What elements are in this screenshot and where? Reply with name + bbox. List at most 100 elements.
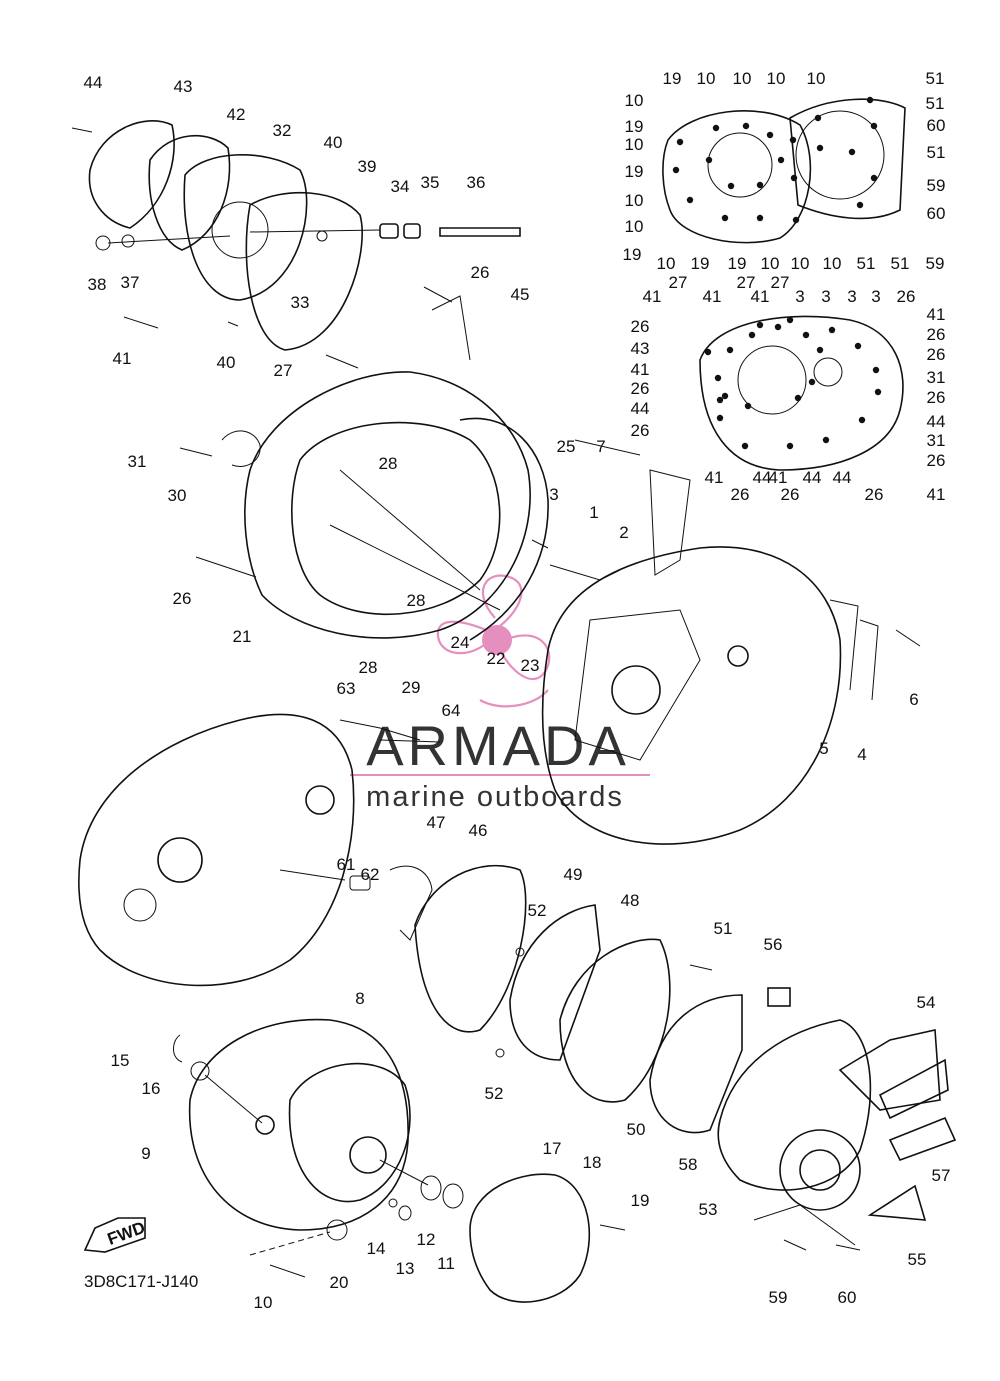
bolt-dot	[872, 366, 880, 374]
diagram-code: 3D8C171-J140	[84, 1272, 198, 1291]
callout-label: 63	[337, 679, 356, 698]
bolt-dot	[716, 396, 724, 404]
callout-label: 15	[111, 1051, 130, 1070]
callout-label: 28	[379, 454, 398, 473]
callout-label: 21	[233, 627, 252, 646]
inset-top-label: 59	[927, 176, 946, 195]
bolt-dot	[705, 156, 713, 164]
callout-label: 18	[583, 1153, 602, 1172]
inset-top-label: 10	[791, 254, 810, 273]
inset-bottom-label: 44	[753, 468, 772, 487]
callout-label: 55	[908, 1250, 927, 1269]
inset-bottom-label: 26	[631, 421, 650, 440]
callout-label: 6	[909, 690, 918, 709]
callout-label: 49	[564, 865, 583, 884]
inset-top-label: 51	[927, 143, 946, 162]
callout-label: 11	[437, 1254, 455, 1273]
inset-bottom-label: 44	[803, 468, 822, 487]
bolt-dot	[854, 342, 862, 350]
callout-label: 28	[359, 658, 378, 677]
bolt-dot	[822, 436, 830, 444]
inset-bottom-label: 26	[927, 345, 946, 364]
callout-label: 48	[621, 891, 640, 910]
callout-label: 59	[769, 1288, 788, 1307]
inset-top-label: 10	[625, 91, 644, 110]
callout-label: 50	[627, 1120, 646, 1139]
inset-bottom-label: 41	[927, 305, 946, 324]
inset-top-label: 10	[733, 69, 752, 88]
inset-bottom-label: 41	[751, 287, 770, 306]
callout-label: 12	[417, 1230, 436, 1249]
callout-label: 54	[917, 993, 936, 1012]
callout-label: 26	[471, 263, 490, 282]
inset-bottom-label: 26	[927, 388, 946, 407]
callout-label: 3	[549, 485, 558, 504]
inset-bottom-label: 43	[631, 339, 650, 358]
callout-label: 40	[217, 353, 236, 372]
callout-label: 38	[88, 275, 107, 294]
callout-label: 27	[274, 361, 293, 380]
inset-bottom-label: 26	[731, 485, 750, 504]
callout-label: 46	[469, 821, 488, 840]
inset-bottom-label: 41	[705, 468, 724, 487]
callout-label: 29	[402, 678, 421, 697]
bolt-dot	[874, 388, 882, 396]
bolt-dot	[766, 131, 774, 139]
inset-bottom-label: 26	[927, 325, 946, 344]
inset-top-label: 10	[767, 69, 786, 88]
callout-label: 47	[427, 813, 446, 832]
bolt-dot	[676, 138, 684, 146]
callout-label: 26	[173, 589, 192, 608]
bolt-dot	[814, 114, 822, 122]
callout-label: 60	[838, 1288, 857, 1307]
callout-label: 30	[168, 486, 187, 505]
outer-cover-group	[173, 1018, 626, 1303]
bolt-dot	[727, 182, 735, 190]
bolt-dot	[794, 394, 802, 402]
bolt-dot	[828, 326, 836, 334]
callout-label: 35	[421, 173, 440, 192]
bolt-dot	[786, 442, 794, 450]
inset-bottom-label: 26	[865, 485, 884, 504]
callout-label: 42	[227, 105, 246, 124]
bolt-dot	[726, 346, 734, 354]
inset-bottom-label: 41	[631, 360, 650, 379]
inset-top-label: 10	[657, 254, 676, 273]
bolt-dot	[866, 96, 874, 104]
bolt-dot	[856, 201, 864, 209]
inset-top-label: 60	[927, 116, 946, 135]
inset-top-label: 19	[625, 162, 644, 181]
bolt-dot	[774, 323, 782, 331]
watermark-tagline: marine outboards	[366, 781, 624, 813]
inset-top	[662, 98, 906, 244]
bolt-dot	[712, 124, 720, 132]
crankcase-cover-group	[179, 286, 549, 641]
callout-label: 20	[330, 1273, 349, 1292]
inset-top-label: 10	[823, 254, 842, 273]
inset-top-label: 10	[625, 217, 644, 236]
callout-label: 37	[121, 273, 140, 292]
callout-label: 32	[273, 121, 292, 140]
inset-bottom-label: 26	[927, 451, 946, 470]
callout-label: 2	[619, 523, 628, 542]
inset-top-label: 19	[728, 254, 747, 273]
inset-bottom-label: 41	[703, 287, 722, 306]
inset-bottom-label: 41	[769, 468, 788, 487]
bolt-dot	[742, 122, 750, 130]
callout-label: 31	[128, 452, 147, 471]
inset-bottom-label: 44	[927, 412, 946, 431]
callout-label: 57	[932, 1166, 951, 1185]
left-crankcase	[78, 713, 441, 987]
bolt-dot	[870, 174, 878, 182]
callout-label: 14	[367, 1239, 386, 1258]
callout-label: 41	[113, 349, 132, 368]
callout-label: 64	[442, 701, 461, 720]
bolt-dot	[756, 181, 764, 189]
callout-label: 58	[679, 1155, 698, 1174]
bolt-dot	[721, 392, 729, 400]
fwd-arrow-icon: FWD	[83, 1217, 148, 1253]
bolt-dot	[748, 331, 756, 339]
inset-bottom-label: 3	[847, 287, 856, 306]
inset-top-label: 60	[927, 204, 946, 223]
